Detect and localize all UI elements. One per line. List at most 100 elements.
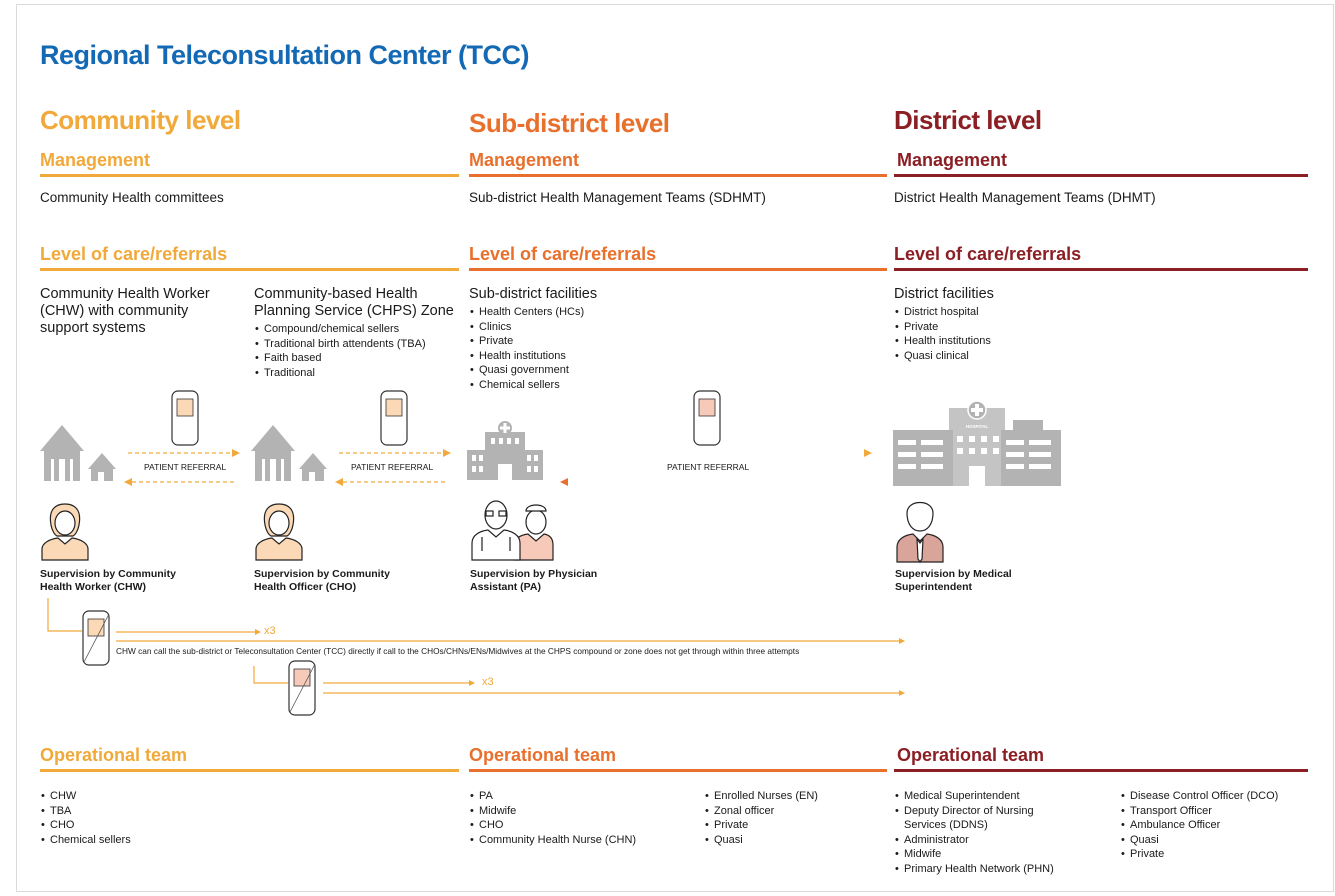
- list-item: Quasi clinical: [894, 349, 1124, 364]
- list-item: District hospital: [894, 305, 1124, 320]
- attempts-count-label: x3: [264, 625, 276, 637]
- community-operational-rule: [40, 769, 459, 772]
- community-operational-list: CHW TBA CHO Chemical sellers: [40, 789, 131, 847]
- subdistrict-operational-list-b: Enrolled Nurses (EN) Zonal officer Priva…: [704, 789, 818, 847]
- list-item: Midwife: [894, 847, 1054, 862]
- list-item: Chemical sellers: [40, 833, 131, 848]
- list-item: Medical Superintendent: [894, 789, 1054, 804]
- list-item: TBA: [40, 804, 131, 819]
- list-item: PA: [469, 789, 636, 804]
- referral-arrows-chw-chps: [124, 449, 240, 486]
- subdistrict-management-label: Management: [469, 150, 580, 170]
- supervisor-caption-medical-superintendent: Supervision by Medical Superintendent: [895, 568, 1012, 593]
- attempts-count-label: x3: [482, 676, 494, 688]
- supervisor-caption-pa: Supervision by Physician Assistant (PA): [470, 568, 598, 593]
- list-item: Quasi: [704, 833, 818, 848]
- hospital-sign: HOSPITAL: [966, 424, 989, 429]
- list-item: Chemical sellers: [469, 378, 699, 393]
- list-item: CHO: [469, 818, 636, 833]
- mobile-phone-no-signal-icon: [288, 660, 316, 716]
- district-management-rule: [894, 174, 1308, 177]
- list-item: Faith based: [254, 351, 459, 366]
- chps-care-heading: Community-based Health Planning Service …: [254, 286, 454, 319]
- subdistrict-care-list: Health Centers (HCs) Clinics Private Hea…: [469, 305, 699, 393]
- chw-care-heading: Community Health Worker (CHW) with commu…: [40, 286, 210, 336]
- escalation-note: CHW can call the sub-district or Telecon…: [116, 646, 800, 656]
- community-care-label: Level of care/referrals: [40, 244, 228, 264]
- hospital-icon: HOSPITAL: [893, 400, 1061, 486]
- list-item: Private: [469, 334, 699, 349]
- district-level-title: District level: [894, 105, 1042, 135]
- list-item: Health institutions: [894, 334, 1124, 349]
- district-care-block: District facilities District hospital Pr…: [894, 286, 1124, 363]
- community-care-rule: [40, 268, 459, 271]
- list-item: Midwife: [469, 804, 636, 819]
- mobile-phone-icon: [693, 390, 721, 446]
- female-health-worker-icon: [255, 503, 303, 561]
- diagram-frame: [16, 4, 1334, 892]
- list-item: Private: [704, 818, 818, 833]
- district-operational-rule: [894, 769, 1308, 772]
- district-operational-list-b: Disease Control Officer (DCO) Transport …: [1120, 789, 1278, 862]
- list-item: Zonal officer: [704, 804, 818, 819]
- chps-care-block: Community-based Health Planning Service …: [254, 286, 459, 380]
- subdistrict-level-title: Sub-district level: [469, 108, 670, 138]
- referral-arrows-chps-subdistrict: [335, 449, 451, 486]
- district-care-heading: District facilities: [894, 286, 994, 302]
- district-management-label: Management: [897, 150, 1008, 170]
- patient-referral-label: PATIENT REFERRAL: [144, 462, 227, 472]
- page-title: Regional Teleconsultation Center (TCC): [40, 40, 530, 70]
- list-item: Health institutions: [469, 349, 699, 364]
- list-item: CHW: [40, 789, 131, 804]
- subdistrict-care-label: Level of care/referrals: [469, 244, 657, 264]
- patient-referral-label: PATIENT REFERRAL: [351, 462, 434, 472]
- district-management-text: District Health Management Teams (DHMT): [894, 190, 1156, 205]
- list-item: Traditional: [254, 366, 459, 381]
- district-care-list: District hospital Private Health institu…: [894, 305, 1124, 363]
- list-item: Private: [1120, 847, 1278, 862]
- subdistrict-operational-rule: [469, 769, 887, 772]
- list-item: Community Health Nurse (CHN): [469, 833, 636, 848]
- district-care-label: Level of care/referrals: [894, 244, 1082, 264]
- mobile-phone-icon: [380, 390, 408, 446]
- list-item: Deputy Director of Nursing Services (DDN…: [894, 804, 1054, 833]
- subdistrict-operational-label: Operational team: [469, 745, 617, 765]
- mobile-phone-no-signal-icon: [82, 610, 110, 666]
- list-item: Primary Health Network (PHN): [894, 862, 1054, 877]
- subdistrict-care-block: Sub-district facilities Health Centers (…: [469, 286, 699, 393]
- district-care-rule: [894, 268, 1308, 271]
- subdistrict-management-text: Sub-district Health Management Teams (SD…: [469, 190, 766, 205]
- district-operational-list-a: Medical Superintendent Deputy Director o…: [894, 789, 1054, 877]
- supervisor-caption-cho: Supervision by Community Health Officer …: [254, 568, 390, 593]
- list-item: Disease Control Officer (DCO): [1120, 789, 1278, 804]
- escalation-flow-lines: [47, 598, 905, 696]
- list-item: Ambulance Officer: [1120, 818, 1278, 833]
- hut-icon: [40, 425, 116, 481]
- list-item: Transport Officer: [1120, 804, 1278, 819]
- list-item: CHO: [40, 818, 131, 833]
- list-item: Quasi: [1120, 833, 1278, 848]
- subdistrict-operational-list-a: PA Midwife CHO Community Health Nurse (C…: [469, 789, 636, 847]
- hut-icon: [251, 425, 327, 481]
- patient-referral-label: PATIENT REFERRAL: [667, 462, 750, 472]
- subdistrict-care-rule: [469, 268, 887, 271]
- mobile-phone-icon: [171, 390, 199, 446]
- chps-care-list: Compound/chemical sellers Traditional bi…: [254, 322, 459, 380]
- list-item: Traditional birth attendents (TBA): [254, 337, 459, 352]
- community-operational-label: Operational team: [40, 745, 188, 765]
- medical-superintendent-icon: [896, 501, 944, 564]
- list-item: Health Centers (HCs): [469, 305, 699, 320]
- district-operational-label: Operational team: [897, 745, 1045, 765]
- community-level-title: Community level: [40, 105, 241, 135]
- referral-arrows-subdistrict-district: [560, 449, 872, 486]
- list-item: Private: [894, 320, 1124, 335]
- subdistrict-management-rule: [469, 174, 887, 177]
- health-center-icon: [467, 421, 543, 480]
- list-item: Administrator: [894, 833, 1054, 848]
- physician-assistant-icon: [471, 500, 554, 561]
- chw-care-block: Community Health Worker (CHW) with commu…: [40, 286, 240, 337]
- female-health-worker-icon: [41, 503, 89, 561]
- community-management-text: Community Health committees: [40, 190, 224, 205]
- subdistrict-care-heading: Sub-district facilities: [469, 286, 598, 302]
- community-management-label: Management: [40, 150, 151, 170]
